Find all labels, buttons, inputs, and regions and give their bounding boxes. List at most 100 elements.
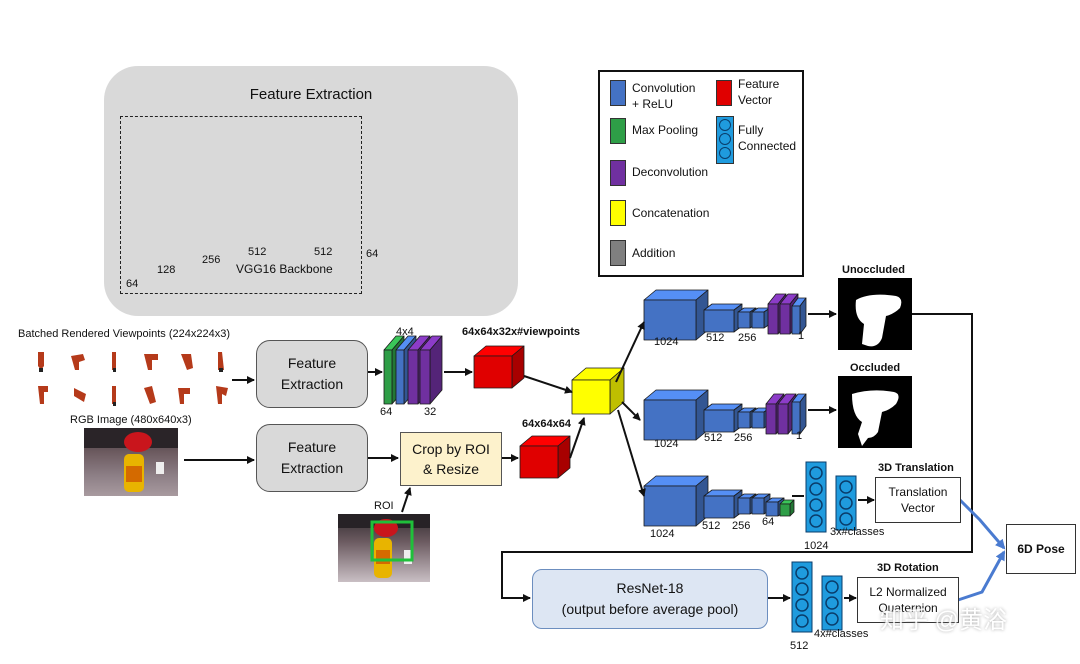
rot-label-4x-classes: 4x#classes bbox=[814, 628, 869, 640]
mask2-conv-out bbox=[791, 401, 801, 435]
legend-deconv-swatch bbox=[610, 160, 626, 186]
rotation-title: 3D Rotation bbox=[877, 562, 939, 574]
legend-add-swatch bbox=[610, 240, 626, 266]
channel-label-512a: 512 bbox=[248, 246, 267, 258]
arrow-translation-to-pose bbox=[958, 498, 1006, 550]
translation-title: 3D Translation bbox=[878, 462, 954, 474]
feature-vector-label-viewpoints: 64x64x32x#viewpoints bbox=[462, 326, 581, 338]
trans-conv-512 bbox=[703, 495, 735, 519]
crop-resize-box: Crop by ROI& Resize bbox=[400, 432, 502, 486]
fc-translation-classes-node-1 bbox=[839, 496, 853, 510]
mask1-label-512: 512 bbox=[706, 332, 725, 344]
mask1-deconv-b bbox=[779, 303, 791, 335]
vgg16-backbone-label: VGG16 Backbone bbox=[236, 262, 333, 276]
mask1-conv-256a bbox=[737, 311, 751, 329]
arrow-concat-to-trans bbox=[617, 409, 646, 497]
mask1-conv-512 bbox=[703, 309, 735, 333]
trans-label-3x-classes: 3x#classes bbox=[830, 526, 885, 538]
rgb-image-photo bbox=[84, 428, 178, 496]
mask1-conv-out bbox=[791, 305, 801, 335]
arrow-rotation-to-pose bbox=[957, 550, 1006, 602]
feature-vector-label-image: 64x64x64 bbox=[522, 418, 571, 430]
mask1-label-1024: 1024 bbox=[654, 336, 679, 348]
feature-extraction-title: Feature Extraction bbox=[249, 86, 373, 103]
arrow-concat-to-mask2 bbox=[621, 401, 641, 421]
arrow-concat-to-mask1 bbox=[615, 321, 645, 383]
legend-add-label: Addition bbox=[632, 246, 676, 260]
small-stack-label-32: 32 bbox=[424, 406, 437, 418]
legend-pool-label: Max Pooling bbox=[632, 123, 699, 137]
feature-extraction-panel bbox=[104, 66, 518, 316]
fc-translation-classes-node-0 bbox=[839, 480, 853, 494]
channel-label-256: 256 bbox=[202, 254, 221, 266]
watermark: 知乎 @黄浴 bbox=[880, 607, 1008, 634]
fc-rotation-512-node-1 bbox=[795, 582, 809, 596]
resnet18-box: ResNet-18(output before average pool) bbox=[532, 569, 768, 629]
mask1-deconv-a bbox=[767, 303, 779, 335]
small-stack-label-64: 64 bbox=[380, 406, 393, 418]
legend-deconv-label: Deconvolution bbox=[632, 165, 709, 179]
fc-rotation-classes-node-1 bbox=[825, 596, 839, 610]
unoccluded-title: Unoccluded bbox=[842, 264, 905, 276]
channel-label-512b: 512 bbox=[314, 246, 333, 258]
rgb-image-label: RGB Image (480x640x3) bbox=[70, 414, 192, 426]
fc-rotation-classes bbox=[821, 575, 843, 631]
drill-thumbnails bbox=[38, 352, 228, 406]
concatenation-block bbox=[571, 379, 611, 415]
roi-image-photo bbox=[338, 514, 430, 582]
legend-conv-swatch bbox=[610, 80, 626, 106]
legend-fc-swatch bbox=[716, 116, 734, 164]
fc-rotation-512 bbox=[791, 561, 813, 633]
pose-output-box: 6D Pose bbox=[1006, 524, 1076, 574]
mask2-label-1024: 1024 bbox=[654, 438, 679, 450]
trans-pool bbox=[779, 503, 791, 517]
legend: Convolution+ ReLU Max Pooling Deconvolut… bbox=[598, 70, 804, 277]
fc-rotation-512-node-0 bbox=[795, 566, 809, 580]
trans-conv-1024 bbox=[643, 485, 697, 527]
mask2-conv-256b bbox=[751, 411, 765, 429]
trans-label-1024: 1024 bbox=[650, 528, 675, 540]
trans-label-256: 256 bbox=[732, 520, 751, 532]
trans-label-64: 64 bbox=[762, 516, 775, 528]
roi-label: ROI bbox=[374, 500, 394, 512]
small-stack-pool bbox=[383, 349, 393, 405]
fc-translation-classes bbox=[835, 475, 857, 531]
mask-occluded-image-silhouette bbox=[852, 390, 899, 446]
trans-conv-256a bbox=[737, 497, 751, 515]
mask1-conv-1024 bbox=[643, 299, 697, 341]
rendered-viewpoints-label: Batched Rendered Viewpoints (224x224x3) bbox=[18, 328, 230, 340]
arrow-vector2-to-concat bbox=[569, 417, 586, 459]
mask2-label-1: 1 bbox=[796, 430, 803, 442]
small-stack-label-4x4: 4x4 bbox=[396, 326, 414, 338]
legend-conv-label: Convolution+ ReLU bbox=[632, 81, 696, 112]
rgb-photo-scene bbox=[84, 428, 178, 492]
fc-translation-1024-node-0 bbox=[809, 466, 823, 480]
roi-photo-scene bbox=[338, 514, 430, 578]
mask-unoccluded-image-silhouette bbox=[855, 294, 902, 347]
legend-feature-swatch bbox=[716, 80, 732, 106]
trans-label-512: 512 bbox=[702, 520, 721, 532]
legend-pool-swatch bbox=[610, 118, 626, 144]
channel-label-128: 128 bbox=[157, 264, 176, 276]
rendered-viewpoints-grid bbox=[26, 348, 236, 408]
occluded-title: Occluded bbox=[850, 362, 901, 374]
fc-translation-classes-node-2 bbox=[839, 512, 853, 526]
feature-vector-image bbox=[519, 445, 559, 479]
rot-label-512: 512 bbox=[790, 640, 809, 652]
mask2-conv-256a bbox=[737, 411, 751, 429]
fc-translation-1024-node-1 bbox=[809, 482, 823, 496]
vgg16-backbone-outline bbox=[120, 116, 362, 294]
mask2-conv-1024 bbox=[643, 399, 697, 441]
fc-rotation-512-node-3 bbox=[795, 614, 809, 628]
arrow-roi-to-crop bbox=[401, 487, 412, 513]
trans-label-fc-1024: 1024 bbox=[804, 540, 829, 552]
trans-conv-64 bbox=[765, 501, 779, 517]
small-stack-deconv-2 bbox=[419, 349, 431, 405]
mask1-conv-256b bbox=[751, 311, 765, 329]
channel-label-64: 64 bbox=[126, 278, 139, 290]
channel-label-64-head: 64 bbox=[366, 248, 379, 260]
